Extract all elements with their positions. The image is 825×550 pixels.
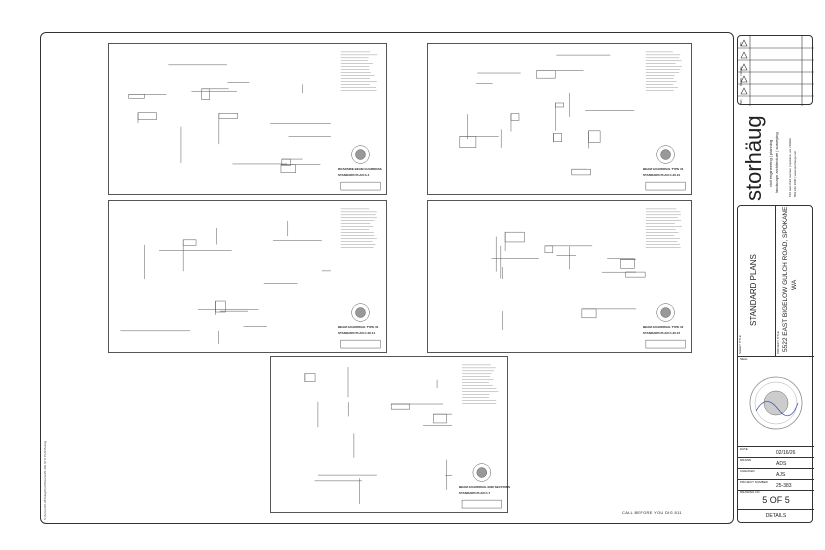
plan-title: BEAM GUARDRAIL TYPE 31 [338, 325, 379, 329]
plan-title: BEAM GUARDRAIL END SECTIONS [459, 485, 510, 489]
firm-services-2: landscape architecture | surveying [774, 132, 779, 193]
engineer-seal [749, 376, 803, 430]
plan-number: STANDARD PLAN G-1 [338, 173, 370, 177]
sheet-name: DETAILS [738, 509, 814, 523]
plan-number: STANDARD PLAN C-7 [459, 491, 491, 495]
project-info: SHEET TITLE STANDARD PLANS PROJECT TITLE… [737, 204, 814, 523]
project-title: 5522 EAST BIGELOW GULCH ROAD, SPOKANE, [782, 204, 789, 352]
project-title-label: PROJECT TITLE [776, 331, 780, 354]
sheet-title: STANDARD PLANS [749, 254, 758, 326]
drawing-no-label: DRAWING NO. [740, 490, 761, 494]
seal-label: SEAL [740, 357, 748, 361]
plan-title: BEAM GUARDRAIL TYPE 31 [643, 167, 684, 171]
firm-services-1: civil engineering | planning [768, 139, 773, 187]
plan-number: STANDARD PLAN C-20.15 [643, 331, 681, 335]
firm-logo: storhäug civil engineering | planning la… [737, 105, 813, 205]
title-block: NO. DESC. / DATE BY storhäug civil engin… [737, 32, 814, 524]
firm-contact: 509.242.1000 | www.storhaug.com [793, 150, 797, 197]
standard-plan-sheet: ROADSIDE BEAM GUARDRAIL STANDARD PLAN G-1 [108, 43, 387, 195]
revision-table: NO. DESC. / DATE BY [737, 35, 814, 106]
revision-header-by: BY [739, 41, 743, 46]
plan-number: STANDARD PLAN C-20.10 [643, 173, 681, 177]
sheet-title-label: SHEET TITLE [738, 335, 742, 354]
sheet-number: 5 OF 5 [762, 495, 790, 505]
file-path: S:\Active\25-383\dwg\Civil\Sheets\25-383… [43, 440, 47, 520]
plan-number: STANDARD PLAN C-20.14 [338, 331, 376, 335]
call-before-you-dig: CALL BEFORE YOU DIG 811 [622, 510, 682, 515]
drawing-border [40, 32, 734, 524]
plan-title: BEAM GUARDRAIL TYPE 31 [643, 325, 684, 329]
standard-plan-sheet: BEAM GUARDRAIL END SECTIONS STANDARD PLAN… [270, 356, 510, 513]
standard-plan-sheet: BEAM GUARDRAIL TYPE 31 STANDARD PLAN C-20… [108, 200, 387, 353]
standard-plan-sheet: BEAM GUARDRAIL TYPE 31 STANDARD PLAN C-20… [427, 43, 692, 195]
firm-address: 510 east third avenue | spokane, wa | 99… [788, 138, 792, 197]
project-title-line-2: WA [791, 279, 798, 290]
revision-header-desc: DESC. / DATE [739, 66, 743, 86]
firm-name: storhäug [741, 115, 766, 201]
revision-header-no: NO. [739, 98, 743, 104]
standard-plan-sheet: BEAM GUARDRAIL TYPE 31 STANDARD PLAN C-20… [427, 200, 692, 353]
plan-title: ROADSIDE BEAM GUARDRAIL [338, 167, 383, 171]
